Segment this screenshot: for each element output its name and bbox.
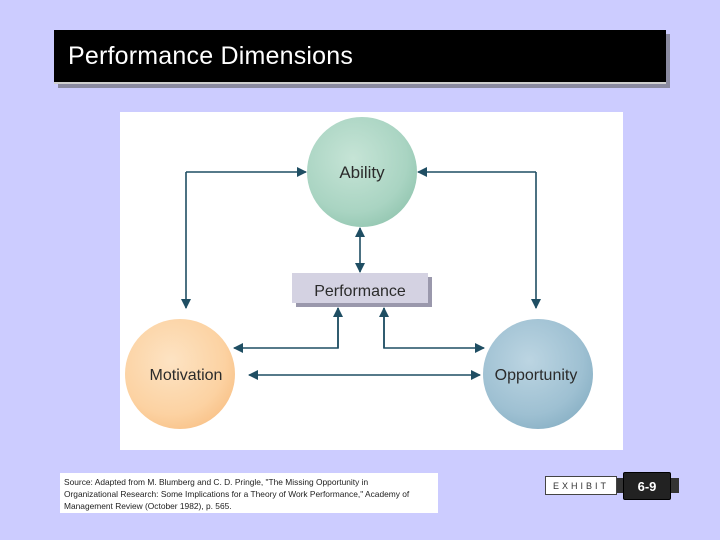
motivation-node <box>125 319 235 429</box>
page-title: Performance Dimensions <box>68 42 354 70</box>
title-bar: Performance Dimensions <box>54 30 666 84</box>
exhibit-label-box: EXHIBIT <box>545 476 617 495</box>
performance-label: Performance <box>314 283 406 300</box>
arrow-performance-to-motivation <box>233 308 339 353</box>
diagram-figure: Ability Performance Motivation Opportuni… <box>120 112 623 450</box>
source-note: Source: Adapted from M. Blumberg and C. … <box>60 473 438 513</box>
opportunity-label: Opportunity <box>495 367 578 384</box>
opportunity-node <box>483 319 593 429</box>
source-line-3: Management Review (October 1982), p. 565… <box>64 501 232 511</box>
ability-node <box>307 117 417 227</box>
ability-label: Ability <box>339 163 385 182</box>
performance-box <box>292 273 428 303</box>
diagram-connectors <box>181 167 541 380</box>
source-line-1: Source: Adapted from M. Blumberg and C. … <box>64 477 369 487</box>
exhibit-number-box: 6-9 <box>623 472 671 500</box>
exhibit-label: EXHIBIT <box>552 481 609 491</box>
source-line-2: Organizational Research: Some Implicatio… <box>64 489 410 499</box>
motivation-label: Motivation <box>150 367 223 384</box>
arrow-performance-to-opportunity <box>383 308 485 353</box>
exhibit-number: 6-9 <box>637 479 657 494</box>
diagram-canvas: Ability Performance Motivation Opportuni… <box>125 117 593 429</box>
